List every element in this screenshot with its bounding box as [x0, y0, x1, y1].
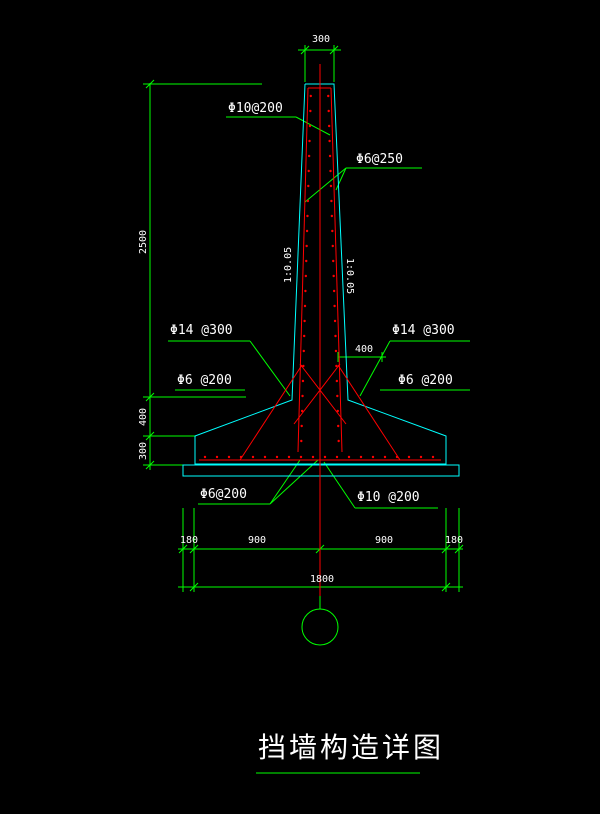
- rebar-dot: [332, 259, 335, 263]
- rebar-dot: [308, 139, 311, 143]
- rebar-dot: [383, 455, 387, 459]
- rebar-dot: [333, 304, 336, 308]
- rebar-dot: [303, 304, 307, 308]
- rebar-dot: [330, 199, 333, 203]
- label-top-vertical: Φ10@200: [228, 101, 283, 116]
- rebar-dot: [371, 455, 375, 459]
- rebar-dot: [331, 244, 334, 248]
- rebar-dot: [333, 319, 337, 323]
- rebar-dot: [407, 455, 411, 459]
- rebar-dot: [335, 455, 339, 459]
- rebar-dot: [301, 379, 305, 383]
- dim-total-width: 1800: [310, 574, 334, 585]
- rebar-dot: [227, 455, 231, 459]
- rebar-dot: [337, 439, 340, 443]
- rebar-dot: [275, 455, 279, 459]
- label-batter-right: 1:0.05: [344, 258, 355, 294]
- rebar-dot: [306, 214, 309, 218]
- rebar-dot: [336, 409, 339, 413]
- label-footing-main: Φ10 @200: [357, 490, 420, 505]
- rebar-dot: [329, 169, 332, 173]
- dimension-lines: [143, 45, 464, 774]
- dim-left-edge: 180: [180, 535, 198, 546]
- rebar-dot: [305, 229, 309, 233]
- rebar-dot: [300, 409, 304, 413]
- rebar-dot: [309, 94, 312, 98]
- rebar-dot: [306, 199, 310, 203]
- rebar-dot: [299, 455, 303, 459]
- label-batter-left: 1:0.05: [283, 247, 294, 283]
- dim-right-edge: 180: [445, 535, 463, 546]
- rebar-dot: [309, 109, 312, 113]
- dim-top-width: 300: [312, 34, 330, 45]
- rebar-dot: [303, 319, 306, 323]
- concrete-outline: [182, 83, 460, 477]
- rebar-dot: [323, 455, 327, 459]
- label-haunch-stirrup-left: Φ6 @200: [177, 373, 232, 388]
- rebar-dot: [307, 154, 311, 158]
- rebar-dot: [334, 349, 338, 353]
- rebar-dot: [300, 439, 303, 443]
- rebar: [199, 64, 441, 596]
- rebar-dot: [302, 364, 305, 368]
- rebar-dot: [419, 455, 423, 459]
- rebar-dot: [239, 455, 243, 459]
- rebar-dot: [336, 394, 339, 398]
- rebar-dot: [307, 169, 310, 173]
- rebar-dot: [304, 274, 308, 278]
- rebar-dot: [302, 349, 305, 353]
- rebar-dot: [337, 424, 340, 428]
- rebar-dot: [251, 455, 255, 459]
- dim-left-span: 900: [248, 535, 266, 546]
- rebar-dot: [335, 379, 339, 383]
- rebar-dot: [330, 214, 334, 218]
- rebar-dot: [328, 139, 331, 143]
- rebar-dot: [327, 124, 331, 128]
- rebar-dot: [359, 455, 363, 459]
- rebar-dot: [305, 259, 308, 263]
- labels: 300 2500 400 300 400 180 900 900 180 180…: [138, 34, 463, 764]
- rebar-dot: [301, 394, 304, 398]
- rebar-dot: [203, 455, 207, 459]
- rebar-dot: [334, 334, 337, 338]
- label-distribution: Φ6@250: [356, 152, 403, 167]
- label-footing-distribution: Φ6@200: [200, 487, 247, 502]
- rebar-dot: [311, 455, 315, 459]
- rebar-dot: [304, 289, 307, 293]
- rebar-dot: [215, 455, 219, 459]
- rebar-dot: [300, 424, 303, 428]
- rebar-dot: [335, 364, 338, 368]
- label-haunch-stirrup-right: Φ6 @200: [398, 373, 453, 388]
- dim-haunch-height: 400: [138, 408, 149, 426]
- rebar-dot: [287, 455, 291, 459]
- rebar-dot: [332, 289, 336, 293]
- rebar-dot: [329, 184, 333, 188]
- drawing-title: 挡墙构造详图: [258, 731, 444, 764]
- rebar-dot: [263, 455, 267, 459]
- dim-haunch-width: 400: [355, 344, 373, 355]
- rebar-dot: [347, 455, 351, 459]
- dim-right-span: 900: [375, 535, 393, 546]
- rebar-dot: [327, 109, 330, 113]
- rebar-dot: [431, 455, 435, 459]
- leader-lines: [168, 116, 470, 509]
- rebar-dot: [395, 455, 399, 459]
- rebar-dot: [332, 274, 335, 278]
- rebar-dot: [327, 94, 330, 98]
- rebar-dots: [203, 94, 435, 459]
- rebar-dot: [331, 229, 334, 233]
- dim-wall-height: 2500: [138, 230, 149, 254]
- rebar-dot: [308, 124, 312, 128]
- label-haunch-left: Φ14 @300: [170, 323, 233, 338]
- rebar-dot: [305, 244, 308, 248]
- label-haunch-right: Φ14 @300: [392, 323, 455, 338]
- rebar-dot: [328, 154, 332, 158]
- rebar-dot: [307, 184, 310, 188]
- rebar-dot: [302, 334, 306, 338]
- dim-footing-thickness: 300: [138, 442, 149, 460]
